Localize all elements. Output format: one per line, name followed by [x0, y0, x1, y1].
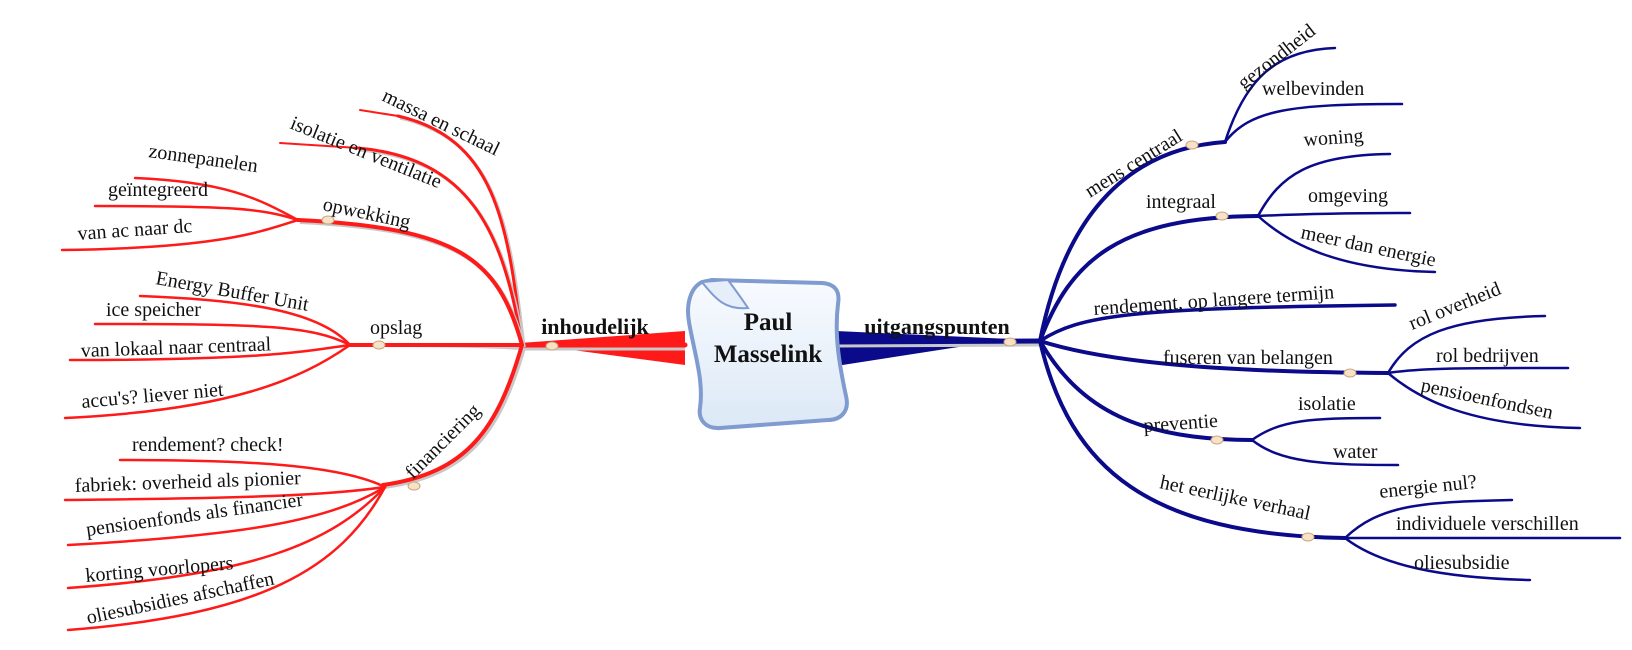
collapse-handle[interactable]: [1301, 532, 1315, 542]
right-main-label[interactable]: uitgangspunten: [864, 314, 1010, 339]
collapse-handle[interactable]: [372, 340, 386, 350]
branch-opslag[interactable]: opslag Energy Buffer Unit ice speicher v…: [63, 267, 525, 420]
leaf-energie-nul[interactable]: energie nul?: [1378, 471, 1478, 503]
leaf-individuele-verschillen[interactable]: individuele verschillen: [1396, 513, 1579, 535]
leaf-ice-speicher[interactable]: ice speicher: [106, 299, 201, 321]
right-main-branch: uitgangspunten: [833, 314, 1043, 348]
leaf-zonnepanelen[interactable]: zonnepanelen: [147, 140, 259, 177]
left-main-branch: inhoudelijk: [519, 314, 688, 351]
central-topic-line2: Masselink: [714, 341, 822, 368]
collapse-handle[interactable]: [321, 215, 335, 225]
leaf-meer-dan-energie[interactable]: meer dan energie: [1299, 221, 1438, 271]
branch-label: fuseren van belangen: [1163, 347, 1333, 369]
collapse-handle[interactable]: [545, 341, 559, 351]
branch-label: preventie: [1143, 410, 1219, 437]
branch-label: integraal: [1146, 191, 1216, 213]
leaf-rol-bedrijven[interactable]: rol bedrijven: [1436, 345, 1539, 367]
branch-preventie[interactable]: preventie isolatie water: [1038, 339, 1400, 467]
branch-label: rendement, op langere termijn: [1093, 281, 1335, 320]
leaf-water[interactable]: water: [1333, 441, 1378, 463]
collapse-handle[interactable]: [407, 481, 421, 491]
leaf-accus-liever-niet[interactable]: accu's? liever niet: [81, 379, 225, 413]
collapse-handle[interactable]: [1343, 368, 1357, 378]
leaf-welbevinden[interactable]: welbevinden: [1262, 78, 1364, 100]
leaf-isolatie[interactable]: isolatie: [1298, 393, 1356, 415]
leaf-pensioenfondsen[interactable]: pensioenfondsen: [1419, 374, 1555, 423]
central-topic-paper: [686, 277, 849, 431]
branch-het-eerlijke-verhaal[interactable]: het eerlijke verhaal energie nul? indivi…: [1038, 339, 1622, 582]
leaf-van-lokaal-naar-centraal[interactable]: van lokaal naar centraal: [80, 333, 272, 362]
left-main-label[interactable]: inhoudelijk: [541, 314, 649, 339]
collapse-handle[interactable]: [1215, 211, 1229, 221]
central-topic[interactable]: Paul Masselink: [686, 277, 849, 431]
leaf-pensioenfonds-financier[interactable]: pensioenfonds als financier: [85, 489, 305, 541]
leaf-omgeving[interactable]: omgeving: [1308, 185, 1388, 207]
central-topic-line1: Paul: [744, 309, 793, 336]
leaf-van-ac-naar-dc[interactable]: van ac naar dc: [77, 215, 193, 245]
collapse-handle[interactable]: [1003, 337, 1017, 347]
branch-label: het eerlijke verhaal: [1158, 471, 1313, 524]
collapse-handle[interactable]: [1210, 435, 1224, 445]
leaf-geintegreerd[interactable]: geïntegreerd: [108, 179, 208, 201]
page-curl-icon: [700, 278, 750, 310]
collapse-handle[interactable]: [1185, 140, 1199, 150]
leaf-woning[interactable]: woning: [1303, 125, 1364, 151]
branch-label: opslag: [370, 317, 422, 339]
branch-label: massa en schaal: [379, 85, 504, 161]
leaf-oliesubsidie[interactable]: oliesubsidie: [1414, 552, 1510, 574]
leaf-rendement-check[interactable]: rendement? check!: [132, 434, 284, 456]
branch-rendement-op-langere-termijn[interactable]: rendement, op langere termijn: [1038, 281, 1397, 343]
